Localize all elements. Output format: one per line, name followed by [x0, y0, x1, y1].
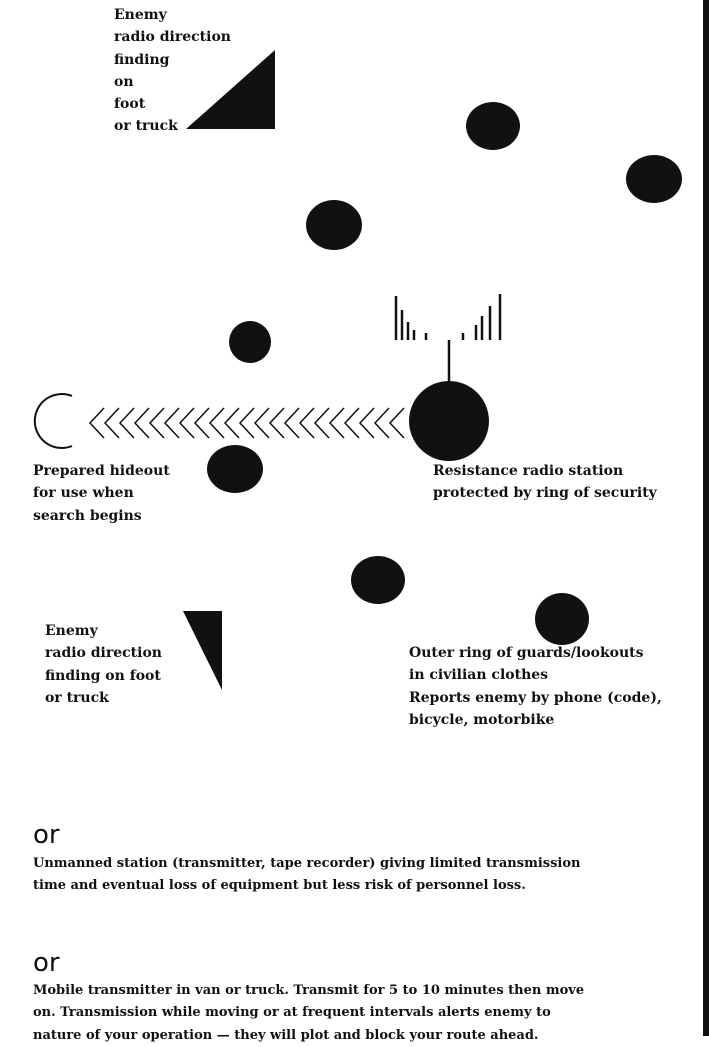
alternative-or-heading: or — [33, 820, 60, 850]
enemy-direction-finding-label-top: Enemy radio direction finding on foot or… — [114, 7, 231, 135]
hideout-marker-arc — [33, 393, 73, 449]
unmanned-station-paragraph: Unmanned station (transmitter, tape reco… — [33, 856, 581, 894]
enemy-direction-finding-label-bottom: Enemy radio direction finding on foot or… — [45, 623, 162, 706]
escape-route-chevrons — [88, 407, 405, 439]
radio-station-dot — [409, 381, 489, 461]
page-edge — [703, 0, 709, 1036]
guard-dot — [229, 321, 271, 363]
guard-dot — [306, 200, 362, 250]
radio-station-label: Resistance radio station protected by ri… — [433, 463, 657, 502]
guard-dot — [466, 102, 520, 150]
mobile-transmitter-paragraph: Mobile transmitter in van or truck. Tran… — [33, 983, 585, 1043]
radio-signal-icon — [394, 294, 502, 340]
hideout-label: Prepared hideout for use when search beg… — [33, 463, 170, 524]
guard-dot — [351, 556, 405, 604]
outer-ring-label: Outer ring of guards/lookouts in civilia… — [409, 645, 662, 728]
enemy-direction-finder-bottom-triangle — [183, 611, 222, 690]
guard-dot — [535, 593, 589, 645]
guard-dot — [626, 155, 682, 203]
enemy-direction-finder-top-triangle — [186, 50, 275, 129]
guard-dot — [207, 445, 263, 493]
alternative-or-heading: or — [33, 948, 60, 978]
